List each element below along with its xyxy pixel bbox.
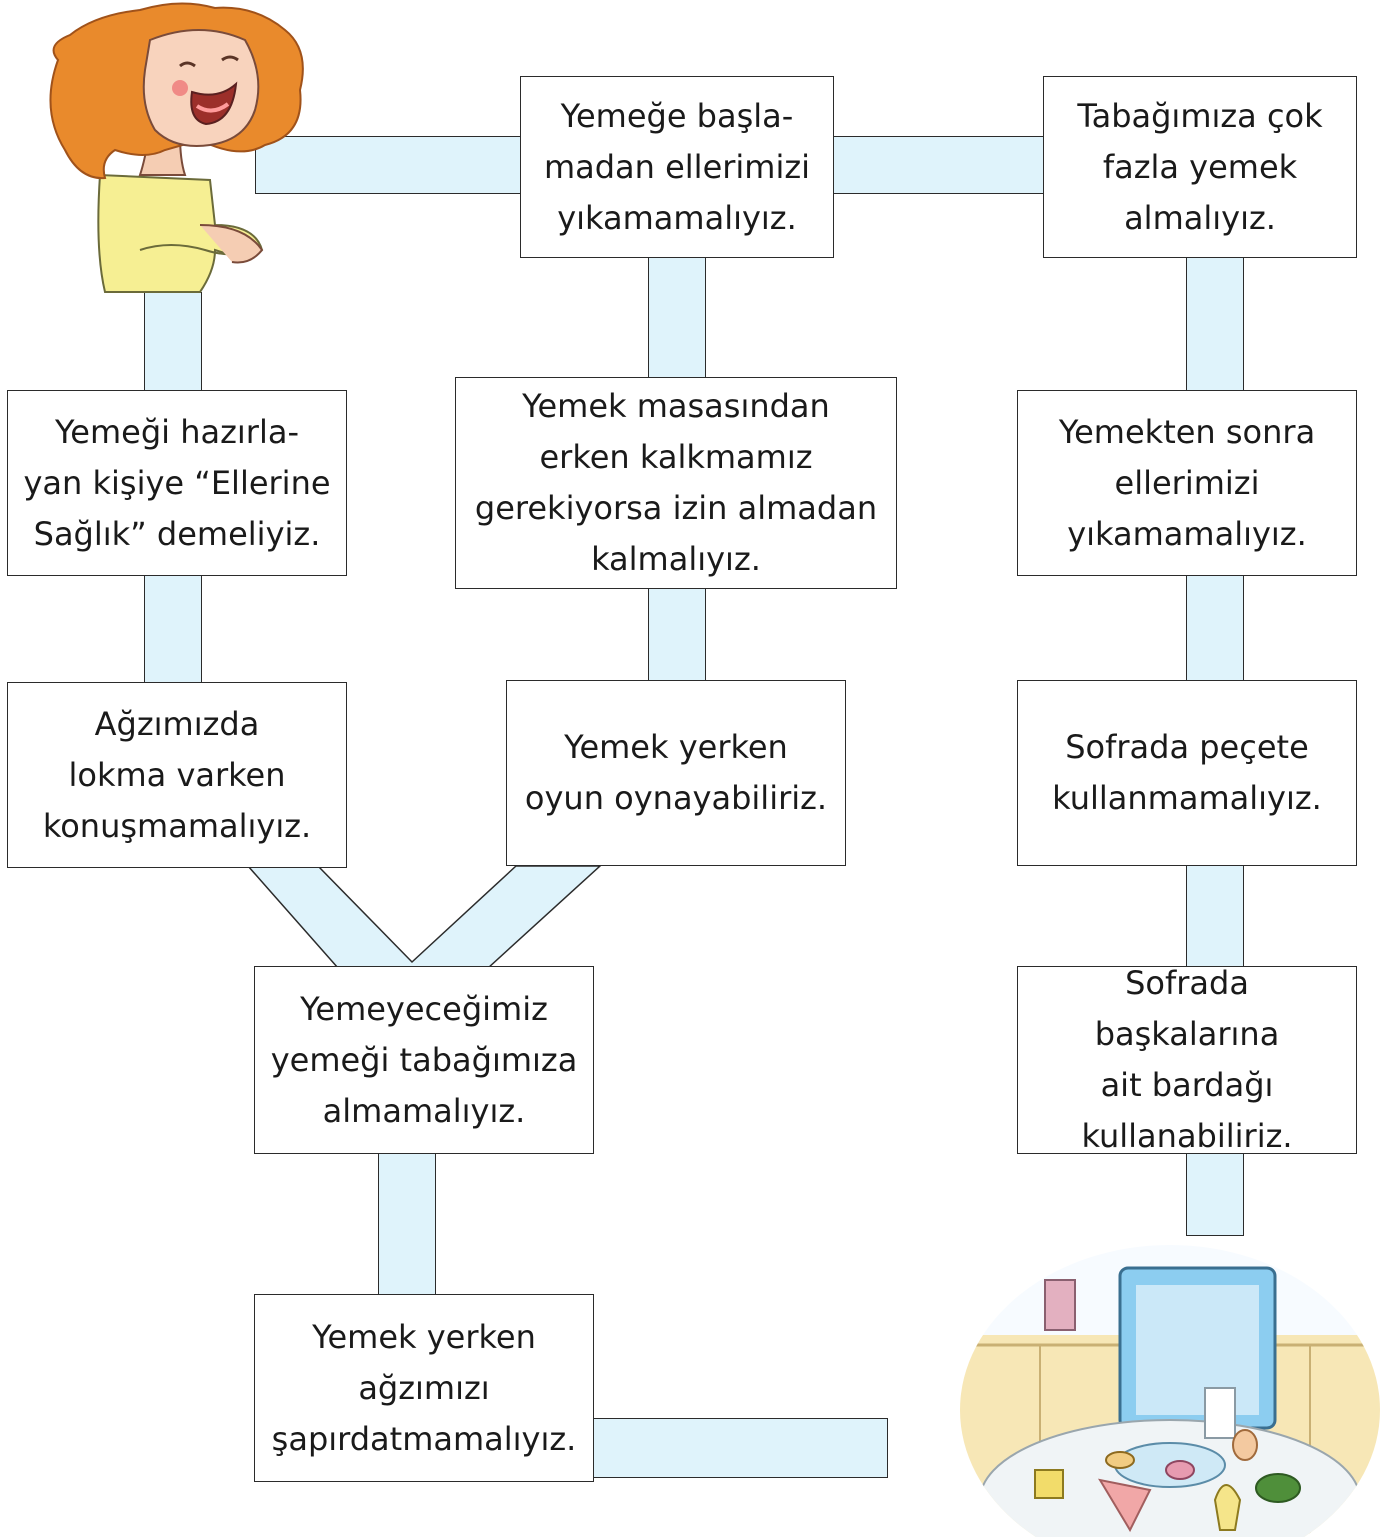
- rule-text: Yemek masasından erken kalkmamız gerekiy…: [474, 387, 878, 578]
- path-b4-down: [648, 586, 706, 684]
- rule-text: Sofrada peçete kullanmamalıyız.: [1052, 728, 1322, 817]
- rule-box-4[interactable]: Yemek masasından erken kalkmamız gerekiy…: [455, 377, 897, 589]
- rule-box-6[interactable]: Ağzımızda lokma varken konuşmamalıyız.: [7, 682, 347, 868]
- path-b10-down: [1186, 1150, 1244, 1236]
- rule-box-1[interactable]: Yemeğe başla- madan ellerimizi yıkamamal…: [520, 76, 834, 258]
- rule-box-8[interactable]: Sofrada peçete kullanmamalıyız.: [1017, 680, 1357, 866]
- path-b9-down: [378, 1150, 436, 1298]
- rule-box-5[interactable]: Yemekten sonra ellerimizi yıkamamalıyız.: [1017, 390, 1357, 576]
- rule-text: Ağzımızda lokma varken konuşmamalıyız.: [42, 704, 312, 845]
- rule-text: Sofrada başkalarına ait bardağı kullanab…: [1081, 964, 1293, 1155]
- rule-box-2[interactable]: Tabağımıza çok fazla yemek almalıyız.: [1043, 76, 1357, 258]
- rule-text: Yemekten sonra ellerimizi yıkamamalıyız.: [1058, 412, 1316, 553]
- path-girl-down: [144, 292, 202, 394]
- rule-text: Yemeyeceğimiz yemeği tabağımıza almamalı…: [270, 989, 578, 1130]
- rule-text: Yemeği hazırla- yan kişiye “Ellerine Sağ…: [23, 412, 331, 553]
- rule-text: Yemek yerken ağzımızı şapırdatmamalıyız.: [271, 1317, 577, 1458]
- path-b11-right: [588, 1418, 888, 1478]
- path-b2-down: [1186, 254, 1244, 394]
- path-girl-to-b1: [255, 136, 525, 194]
- rule-box-7[interactable]: Yemek yerken oyun oynayabiliriz.: [506, 680, 846, 866]
- rule-box-9[interactable]: Yemeyeceğimiz yemeği tabağımıza almamalı…: [254, 966, 594, 1154]
- rule-box-3[interactable]: Yemeği hazırla- yan kişiye “Ellerine Sağ…: [7, 390, 347, 576]
- rule-text: Yemek yerken oyun oynayabiliriz.: [524, 728, 828, 817]
- path-b1-to-b2: [828, 136, 1048, 194]
- rule-text: Yemeğe başla- madan ellerimizi yıkamamal…: [543, 96, 811, 237]
- rule-box-10[interactable]: Sofrada başkalarına ait bardağı kullanab…: [1017, 964, 1357, 1155]
- rule-box-11[interactable]: Yemek yerken ağzımızı şapırdatmamalıyız.: [254, 1294, 594, 1482]
- rule-text: Tabağımıza çok fazla yemek almalıyız.: [1077, 96, 1323, 237]
